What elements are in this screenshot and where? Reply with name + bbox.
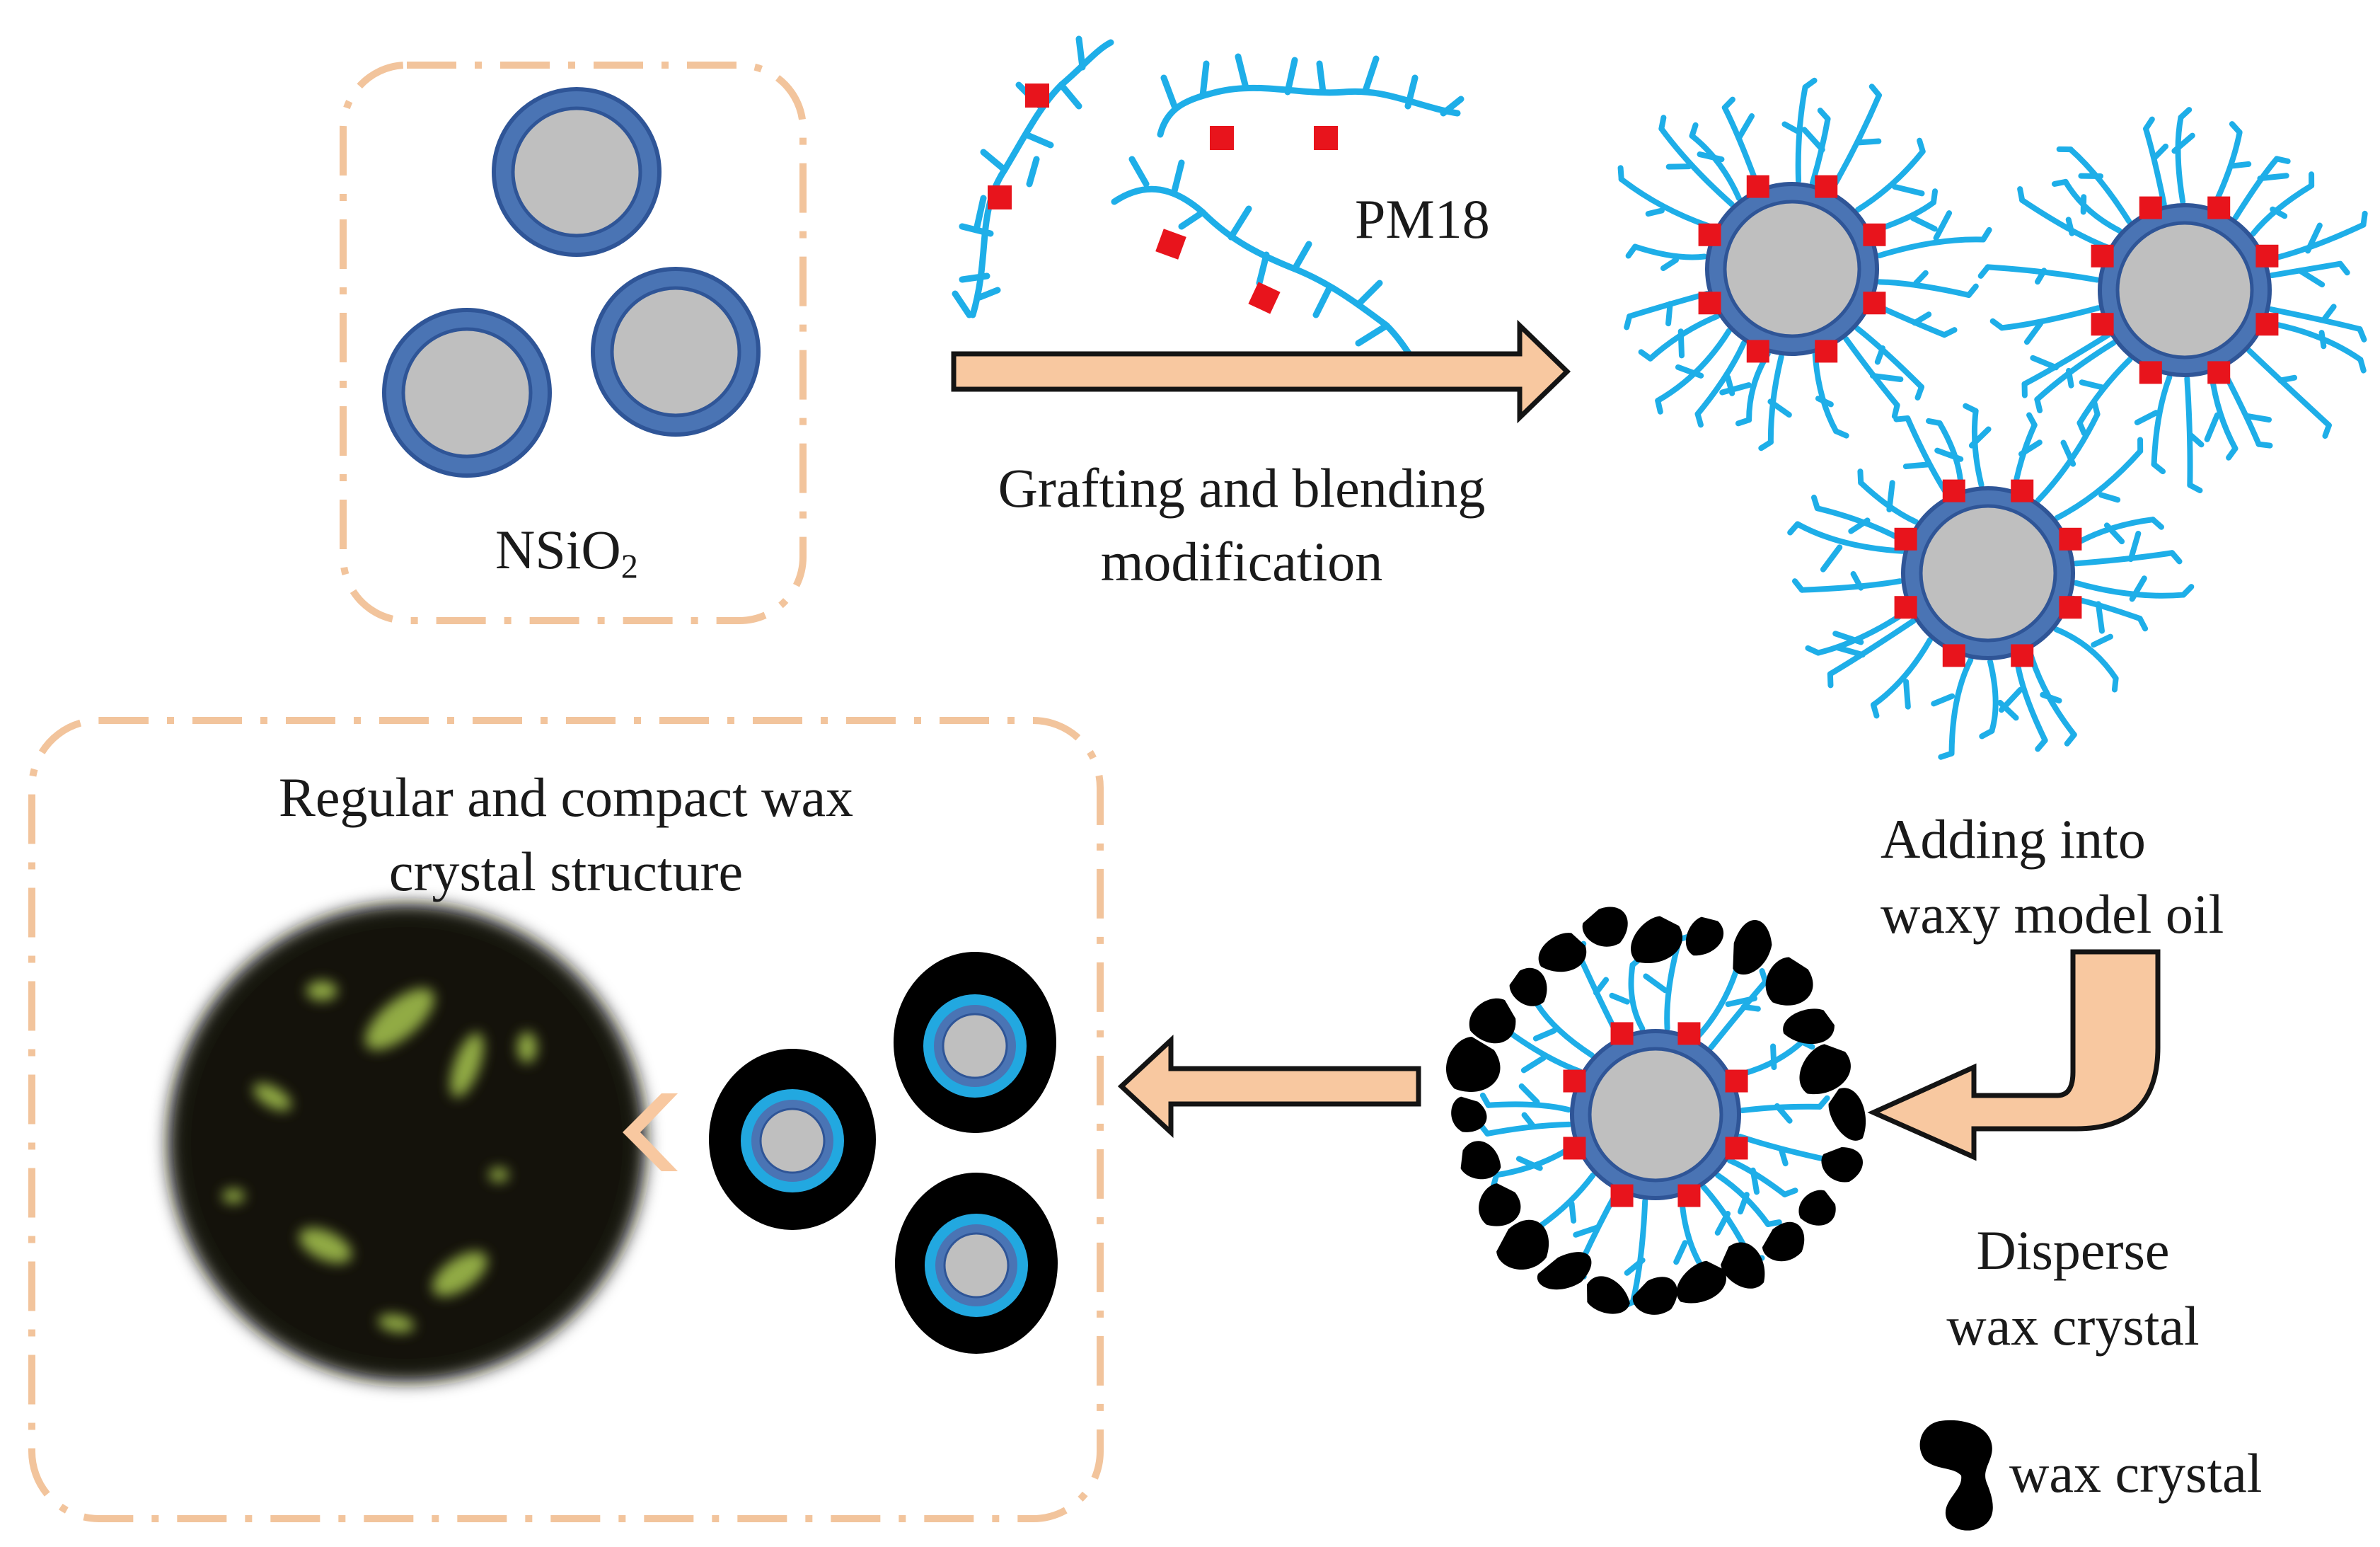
structure-label-line1: Regular and compact wax [278,766,854,828]
legend-wax-label: wax crystal [2009,1442,2263,1504]
graft-anchor [1677,1184,1701,1207]
graft-anchor [1725,1069,1748,1093]
wax-crystal-micrograph [168,904,646,1382]
grafting-label-line1: Grafting and blending [998,457,1486,519]
pm18-anchor [1155,229,1186,260]
nsio2-particle-left [382,308,552,478]
graft-anchor [1725,1137,1748,1160]
graft-anchor [1610,1022,1634,1045]
graft-anchor [1863,292,1886,315]
adding-label-line2: waxy model oil [1881,883,2224,945]
arrow-grafting [951,319,1571,424]
pm18-anchor [1248,282,1281,314]
graft-anchor [2011,644,2034,667]
chevron-left-icon [623,1093,678,1171]
graft-anchor [1815,340,1838,363]
wax-crystal-blobs [1446,907,1866,1315]
pm18-anchor [1314,126,1338,150]
arrow-adding-curved [1867,949,2161,1161]
graft-anchor [1746,340,1769,363]
graft-anchor [1894,527,1917,551]
modified-particles [1617,77,2368,760]
disperse-label-line1: Disperse [1976,1219,2170,1281]
pm18-anchor [1210,126,1234,150]
graft-anchor [2207,196,2231,219]
pm18-label: PM18 [1355,188,1490,250]
graft-anchor [2059,596,2082,619]
disperse-label-line2: wax crystal [1946,1295,2200,1357]
wax-coated-particle [709,1049,876,1230]
graft-anchor [1677,1022,1701,1045]
grafted-particle [1787,400,2195,760]
graft-anchor [1815,175,1838,198]
graft-anchor [2011,479,2034,502]
nsio2-particle-top [492,87,662,257]
graft-anchor [2255,244,2279,268]
graft-anchor [1942,479,1965,502]
graft-anchor [2255,313,2279,336]
pm18-polymer-chains [952,35,1465,361]
adding-label-line1: Adding into [1881,808,2146,870]
graft-anchor [1610,1184,1634,1207]
grafted-chains [1977,107,2368,493]
graft-anchor [1698,292,1721,315]
pm18-anchor [1025,84,1049,108]
graft-anchor [1698,223,1721,246]
arrow-to-structure [1117,1034,1421,1139]
graft-anchor [1563,1069,1586,1093]
structure-label-line2: crystal structure [388,841,744,902]
graft-anchor [2091,313,2114,336]
graft-anchor [2059,527,2082,551]
graft-anchor [1863,223,1886,246]
grafted-particle [1477,933,1842,1310]
wax-crystal-icon [1919,1420,1993,1531]
graft-anchor [1563,1137,1586,1160]
nsio2-particle-right [591,267,761,437]
graft-anchor [2139,361,2162,384]
graft-anchor [1894,596,1917,619]
nsio2-label: NSiO2 [495,519,638,586]
graft-anchor [1746,175,1769,198]
graft-anchor [2139,196,2162,219]
wax-coated-particle [895,1173,1058,1354]
grafted-particle [1617,77,1992,452]
grafting-label-line2: modification [1100,531,1383,592]
grafted-particle [1977,107,2368,493]
graft-anchor [1942,644,1965,667]
wax-coated-particle [894,952,1056,1133]
grafted-chains [1617,77,1992,452]
pm18-anchor [988,185,1012,209]
graft-anchor [2207,361,2231,384]
graft-anchor [2091,244,2114,268]
nsio2-panel [340,62,807,624]
particle-with-wax-crystals [1446,907,1866,1315]
structure-panel [28,717,1104,1522]
